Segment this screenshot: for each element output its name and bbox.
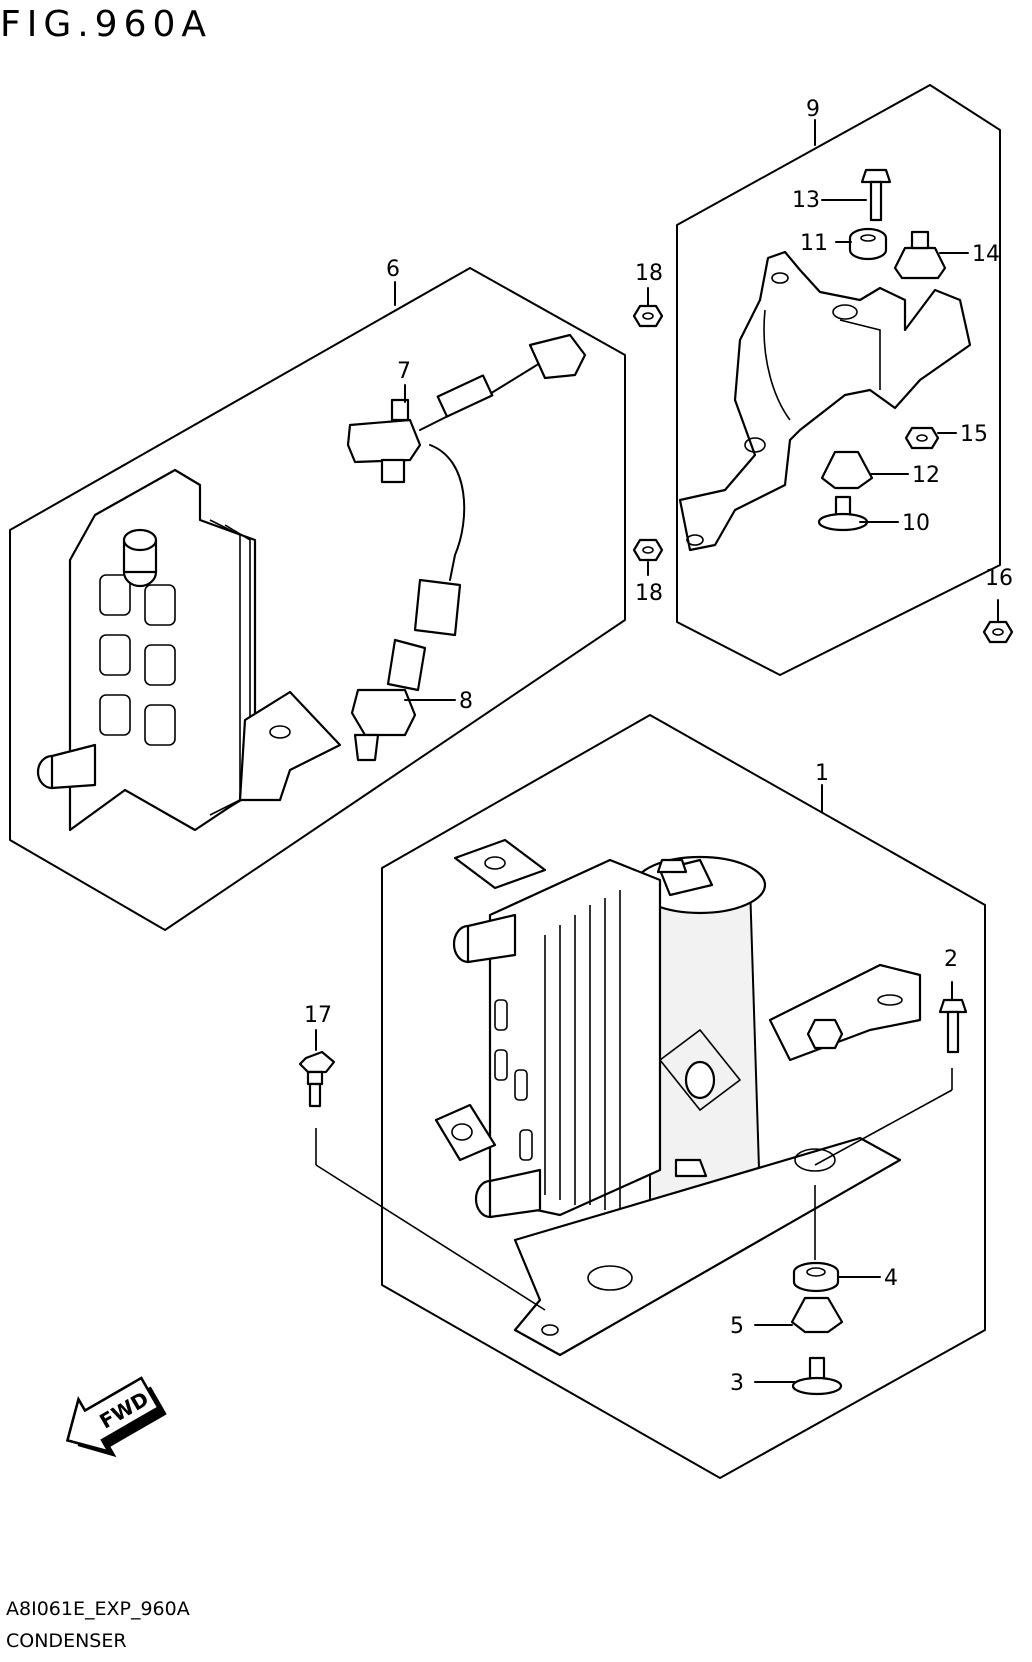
group-9-frame (676, 84, 1001, 676)
callout-12: 12 (912, 463, 940, 488)
callout-15: 15 (960, 422, 988, 447)
nut-16 (982, 620, 1014, 644)
sensor-harness (346, 333, 587, 637)
diagram-name: CONDENSER (6, 1630, 127, 1652)
callout-10: 10 (902, 511, 930, 536)
callout-8: 8 (459, 689, 473, 714)
callout-16: 16 (985, 566, 1013, 591)
bolt-2 (938, 998, 968, 1054)
washer-11 (848, 227, 888, 261)
callout-4: 4 (884, 1266, 898, 1291)
callout-5: 5 (730, 1314, 744, 1339)
bolt-17 (298, 1050, 336, 1108)
callout-7: 7 (397, 359, 411, 384)
callout-18-upper: 18 (635, 261, 663, 286)
leader-lines (315, 119, 999, 1383)
group-1-frame (381, 714, 986, 1479)
callout-11: 11 (800, 231, 828, 256)
nut-18-lower (632, 538, 664, 562)
callout-9: 9 (806, 97, 820, 122)
nut-18-upper (632, 304, 664, 328)
callout-14: 14 (972, 242, 1000, 267)
cushion-14 (893, 230, 947, 280)
nut-15 (904, 426, 940, 450)
callout-13: 13 (792, 188, 820, 213)
callout-6: 6 (386, 257, 400, 282)
bolt-13 (860, 168, 892, 222)
grommet-10 (817, 495, 869, 532)
bracket (678, 250, 972, 552)
callout-3: 3 (730, 1371, 744, 1396)
cushion-5 (790, 1296, 844, 1334)
condenser-assembly (434, 838, 922, 1357)
callout-2: 2 (944, 947, 958, 972)
figure-title: FIG.960A (0, 4, 213, 45)
cushion-12 (820, 450, 874, 490)
callout-17: 17 (304, 1003, 332, 1028)
temperature-sensor (350, 638, 427, 762)
group-6-frame (9, 267, 626, 931)
cushion-4 (792, 1261, 840, 1293)
diagram-code: A8I061E_EXP_960A (6, 1598, 190, 1620)
condenser-unit-small (36, 468, 342, 832)
callout-1: 1 (815, 761, 829, 786)
fwd-arrow-icon: FWD (65, 1376, 167, 1458)
callout-18-lower: 18 (635, 581, 663, 606)
grommet-3 (791, 1356, 843, 1396)
